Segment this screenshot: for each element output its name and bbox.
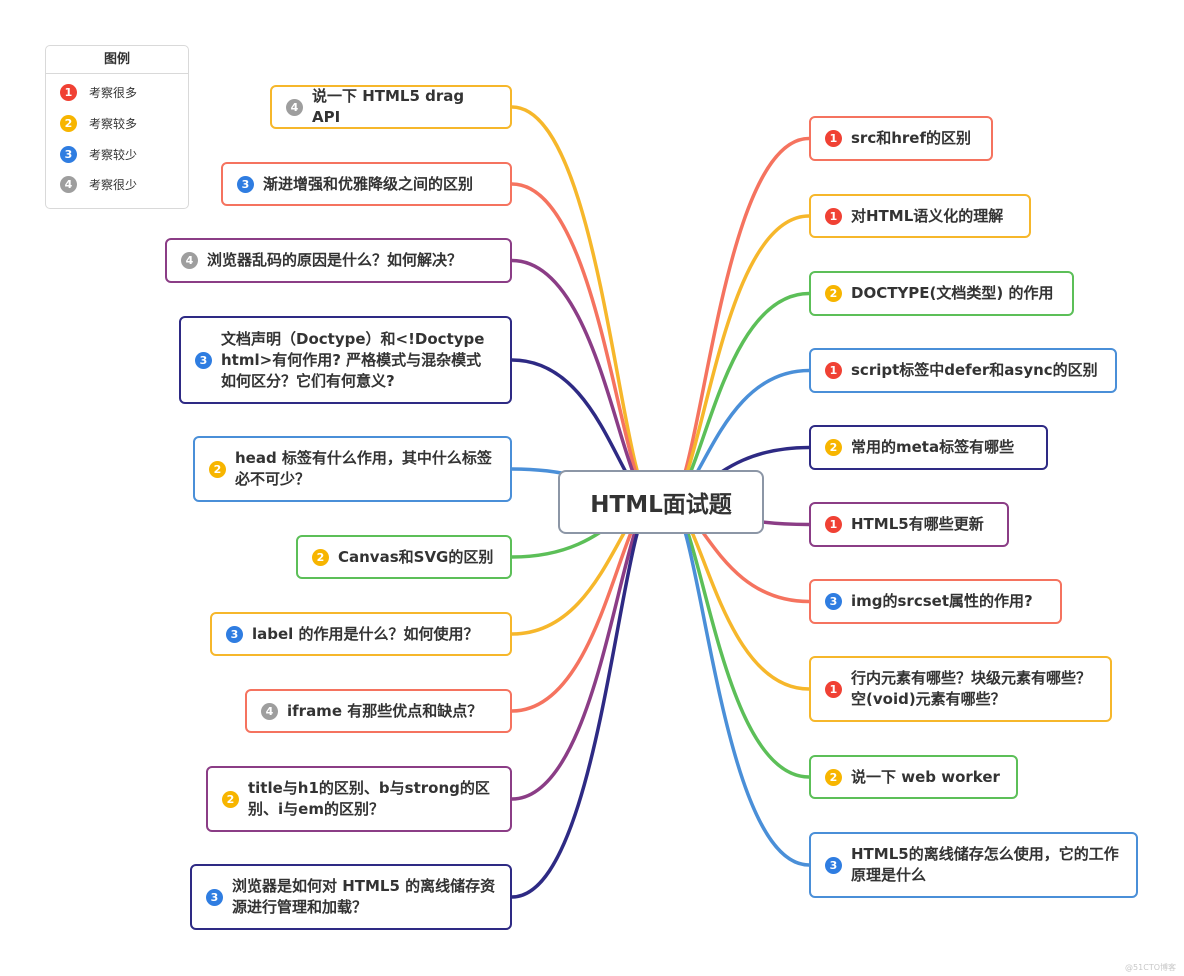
connector-line xyxy=(510,105,655,504)
topic-label: label 的作用是什么？如何使用？ xyxy=(252,624,479,643)
central-topic[interactable]: HTML面试题 xyxy=(558,470,764,534)
topic-node-garbled-encoding[interactable]: 4 浏览器乱码的原因是什么？如何解决？ xyxy=(165,238,512,283)
topic-label: title与h1的区别、b与strong的区别、i与em的区别？ xyxy=(248,779,490,818)
topic-node-web-worker[interactable]: 2 说一下 web worker xyxy=(809,755,1018,799)
topic-node-meta-tags[interactable]: 2 常用的meta标签有哪些 xyxy=(809,425,1048,470)
legend-item-4: 4 考察很少 xyxy=(60,174,137,194)
priority-4-icon: 4 xyxy=(60,175,77,193)
topic-label: 对HTML语义化的理解 xyxy=(851,206,1004,225)
topic-label: 行内元素有哪些？块级元素有哪些？ 空(void)元素有哪些？ xyxy=(851,669,1092,708)
topic-label: Canvas和SVG的区别 xyxy=(338,547,494,566)
topic-label: script标签中defer和async的区别 xyxy=(851,361,1098,379)
topic-label: iframe 有那些优点和缺点？ xyxy=(287,701,483,720)
priority-badge-icon: 2 xyxy=(825,439,842,456)
priority-badge-icon: 1 xyxy=(825,362,842,379)
topic-node-drag-api[interactable]: 4 说一下 HTML5 drag API xyxy=(270,85,512,129)
connector-line xyxy=(510,182,655,504)
priority-1-icon: 1 xyxy=(60,83,77,101)
priority-badge-icon: 2 xyxy=(312,548,329,566)
priority-badge-icon: 2 xyxy=(209,460,226,478)
topic-label: DOCTYPE(文档类型) 的作用 xyxy=(851,284,1054,302)
legend-item-3: 3 考察较少 xyxy=(60,144,137,164)
topic-node-title-h1[interactable]: 2 title与h1的区别、b与strong的区别、i与em的区别？ xyxy=(206,766,512,832)
topic-node-offline-storage[interactable]: 3 HTML5的离线储存怎么使用，它的工作原理是什么 xyxy=(809,832,1138,898)
legend-item-2: 2 考察较多 xyxy=(60,113,137,133)
priority-2-icon: 2 xyxy=(60,114,77,132)
connector-line xyxy=(510,500,655,899)
central-topic-label: HTML面试题 xyxy=(590,492,732,518)
topic-label: head 标签有什么作用，其中什么标签必不可少？ xyxy=(235,449,492,488)
topic-node-iframe[interactable]: 4 iframe 有那些优点和缺点？ xyxy=(245,689,512,733)
topic-node-progressive-enhancement[interactable]: 3 渐进增强和优雅降级之间的区别 xyxy=(221,162,512,206)
priority-badge-icon: 3 xyxy=(206,888,223,906)
priority-badge-icon: 2 xyxy=(825,285,842,302)
topic-label: HTML5的离线储存怎么使用，它的工作原理是什么 xyxy=(851,845,1119,884)
topic-node-canvas-svg[interactable]: 2 Canvas和SVG的区别 xyxy=(296,535,512,579)
topic-node-label[interactable]: 3 label 的作用是什么？如何使用？ xyxy=(210,612,512,656)
topic-label: 文档声明（Doctype）和<!Doctype html>有何作用? 严格模式与… xyxy=(221,329,485,390)
topic-node-offline-storage-load[interactable]: 3 浏览器是如何对 HTML5 的离线储存资源进行管理和加载？ xyxy=(190,864,512,930)
topic-label: 常用的meta标签有哪些 xyxy=(851,438,1015,456)
legend-label: 考察很多 xyxy=(89,85,138,100)
connector-line xyxy=(667,214,811,504)
priority-badge-icon: 3 xyxy=(825,593,842,610)
legend-label: 考察很少 xyxy=(89,177,138,192)
priority-badge-icon: 1 xyxy=(825,130,842,147)
priority-3-icon: 3 xyxy=(60,145,77,163)
priority-badge-icon: 2 xyxy=(222,790,239,808)
priority-badge-icon: 3 xyxy=(825,856,842,874)
topic-label: src和href的区别 xyxy=(851,129,971,147)
legend-label: 考察较少 xyxy=(89,147,138,162)
topic-node-srcset[interactable]: 3 img的srcset属性的作用? xyxy=(809,579,1062,624)
priority-badge-icon: 1 xyxy=(825,680,842,698)
topic-node-head-tag[interactable]: 2 head 标签有什么作用，其中什么标签必不可少？ xyxy=(193,436,512,502)
priority-badge-icon: 3 xyxy=(226,625,243,643)
priority-badge-icon: 3 xyxy=(195,351,212,369)
topic-node-doctype-modes[interactable]: 3 文档声明（Doctype）和<!Doctype html>有何作用? 严格模… xyxy=(179,316,512,404)
connector-line xyxy=(510,258,655,504)
topic-label: img的srcset属性的作用? xyxy=(851,592,1033,610)
topic-label: 浏览器是如何对 HTML5 的离线储存资源进行管理和加载？ xyxy=(232,877,496,916)
priority-badge-icon: 4 xyxy=(286,98,303,116)
topic-label: HTML5有哪些更新 xyxy=(851,515,984,533)
topic-node-semantics[interactable]: 1 对HTML语义化的理解 xyxy=(809,194,1031,238)
topic-node-inline-block-void[interactable]: 1 行内元素有哪些？块级元素有哪些？ 空(void)元素有哪些？ xyxy=(809,656,1112,722)
priority-badge-icon: 4 xyxy=(181,252,198,269)
legend-label: 考察较多 xyxy=(89,116,138,131)
priority-badge-icon: 4 xyxy=(261,702,278,720)
legend-item-1: 1 考察很多 xyxy=(60,82,137,102)
topic-label: 浏览器乱码的原因是什么？如何解决？ xyxy=(207,251,463,269)
topic-node-doctype[interactable]: 2 DOCTYPE(文档类型) 的作用 xyxy=(809,271,1074,316)
priority-badge-icon: 1 xyxy=(825,516,842,533)
connector-line xyxy=(510,500,655,801)
topic-label: 渐进增强和优雅降级之间的区别 xyxy=(263,174,474,193)
legend: 图例 1 考察很多 2 考察较多 3 考察较少 4 考察很少 xyxy=(45,45,189,209)
topic-node-src-href[interactable]: 1 src和href的区别 xyxy=(809,116,993,161)
priority-badge-icon: 3 xyxy=(237,175,254,193)
topic-label: 说一下 web worker xyxy=(851,767,1000,786)
topic-node-html5-updates[interactable]: 1 HTML5有哪些更新 xyxy=(809,502,1009,547)
priority-badge-icon: 2 xyxy=(825,768,842,786)
watermark: @51CTO博客 xyxy=(1125,963,1176,972)
topic-node-defer-async[interactable]: 1 script标签中defer和async的区别 xyxy=(809,348,1117,393)
priority-badge-icon: 1 xyxy=(825,207,842,225)
legend-title: 图例 xyxy=(46,46,188,74)
topic-label: 说一下 HTML5 drag API xyxy=(312,87,465,126)
